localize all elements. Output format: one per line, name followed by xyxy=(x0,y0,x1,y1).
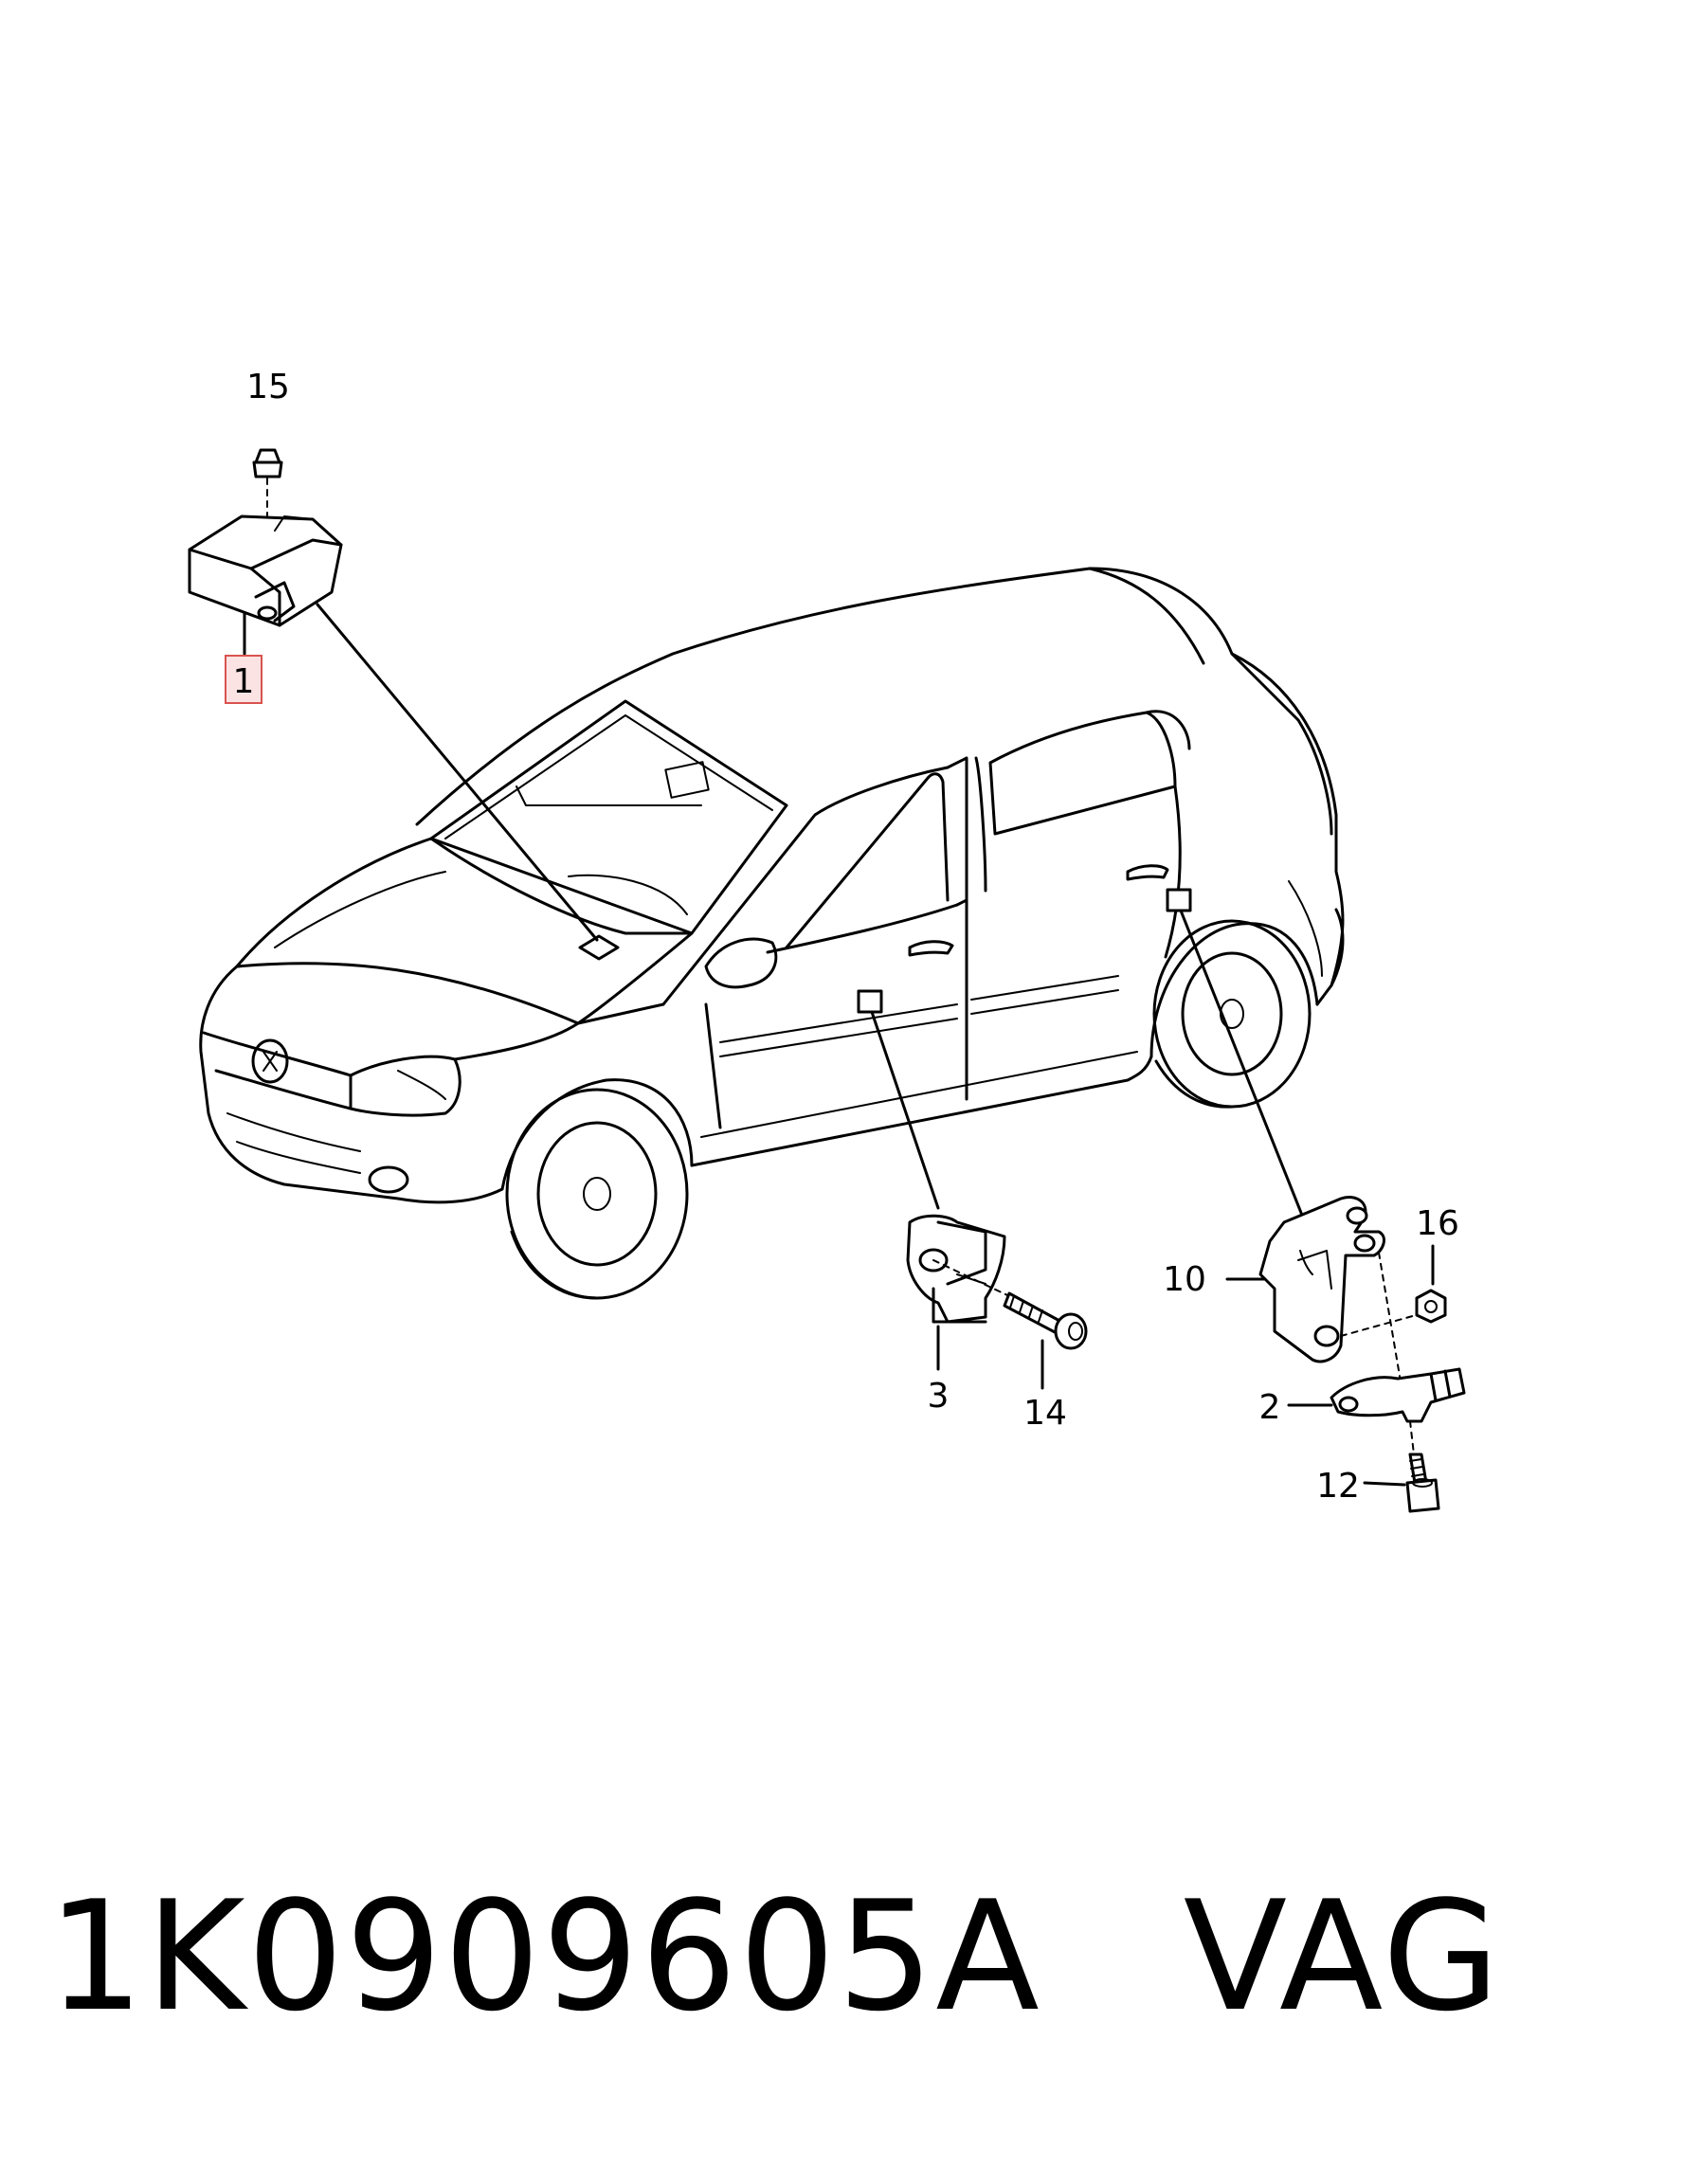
callout-10[interactable]: 10 xyxy=(1163,1260,1206,1299)
car-illustration xyxy=(199,567,1345,1300)
callout-3[interactable]: 3 xyxy=(928,1377,950,1416)
brand-name: VAG xyxy=(1183,1868,1502,2045)
callout-2[interactable]: 2 xyxy=(1259,1388,1281,1427)
sensor-location-dashboard xyxy=(578,934,620,961)
callout-14[interactable]: 14 xyxy=(1023,1394,1067,1433)
sensor-location-c-pillar xyxy=(1166,888,1192,912)
callout-15[interactable]: 15 xyxy=(246,368,290,406)
part-number: 1K0909605A xyxy=(47,1868,1041,2045)
control-unit-part xyxy=(188,448,599,942)
sensor-location-front-door xyxy=(857,989,883,1014)
callout-1[interactable]: 1 xyxy=(233,662,255,701)
callout-16[interactable]: 16 xyxy=(1416,1204,1459,1243)
callout-1-highlight xyxy=(225,655,262,704)
rear-sensor-bracket-part xyxy=(1179,909,1466,1513)
side-sensor-part xyxy=(870,1010,1088,1390)
callout-12[interactable]: 12 xyxy=(1316,1467,1360,1506)
